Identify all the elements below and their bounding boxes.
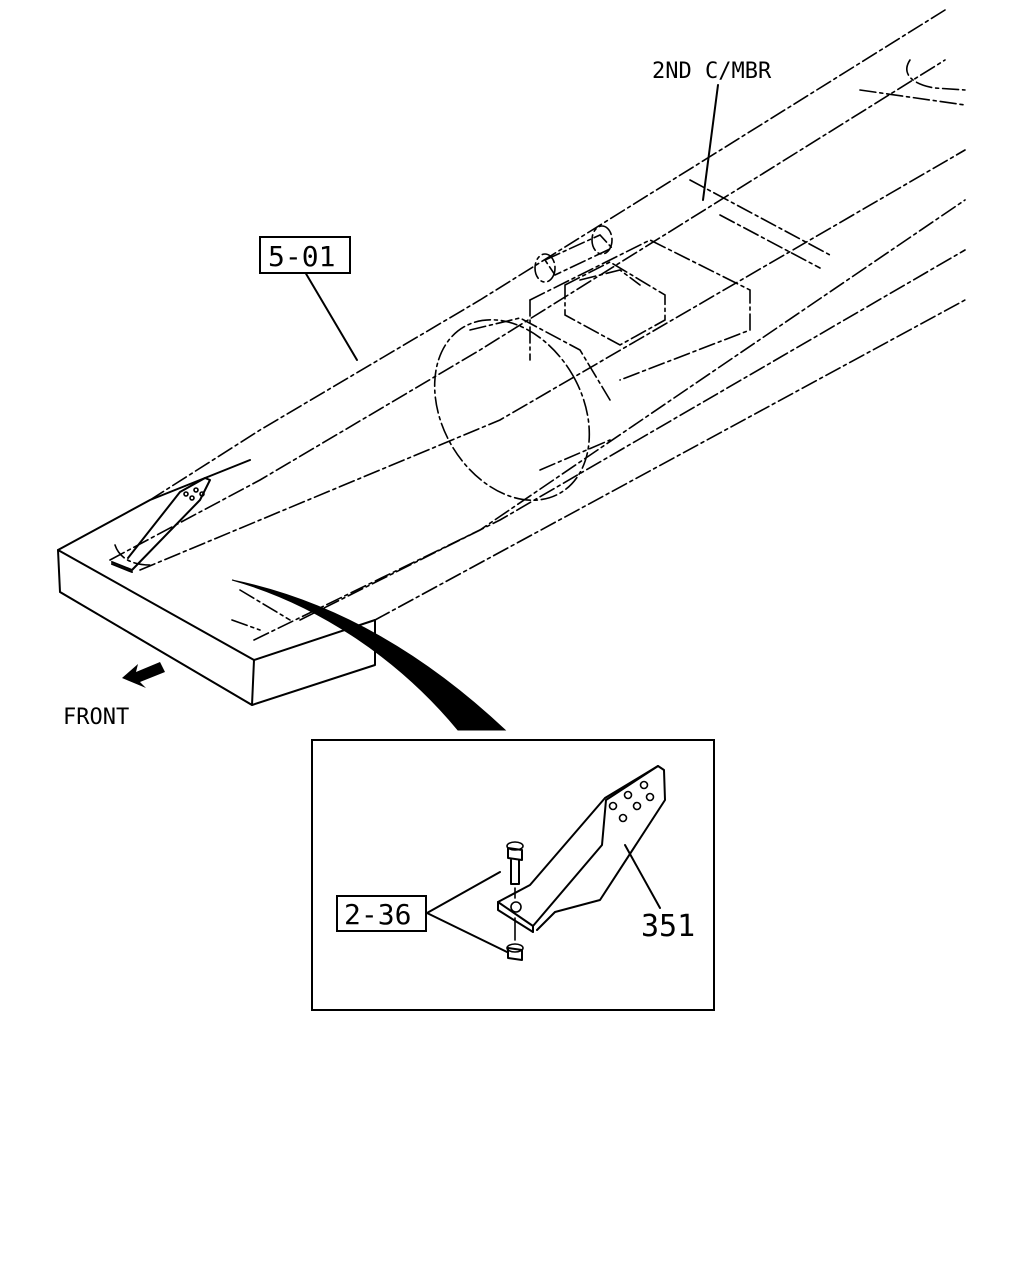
label-second-crossmember: 2ND C/MBR — [652, 59, 772, 84]
leader-351 — [624, 844, 661, 909]
bolt-icon — [506, 841, 524, 899]
ref-box-5-01 — [259, 236, 351, 274]
frame-rails — [57, 9, 966, 706]
leader-second-crossmember — [702, 84, 719, 201]
nut-icon — [506, 917, 524, 961]
fuel-tank — [433, 225, 751, 502]
leader-2-36 — [426, 871, 508, 953]
bracket-on-frame — [111, 477, 211, 573]
part-number-351: 351 — [641, 909, 695, 944]
detail-callout-arrow — [231, 579, 507, 731]
detail-inset: 2-36 351 — [311, 739, 715, 1011]
arrow-left-icon — [122, 662, 165, 688]
bracket-351 — [497, 765, 666, 933]
ref-box-2-36 — [336, 895, 427, 932]
ref-label-2-36[interactable]: 2-36 — [344, 898, 411, 931]
leader-5-01 — [304, 271, 358, 361]
label-front: FRONT — [63, 705, 129, 730]
ref-label-5-01[interactable]: 5-01 — [268, 240, 335, 273]
